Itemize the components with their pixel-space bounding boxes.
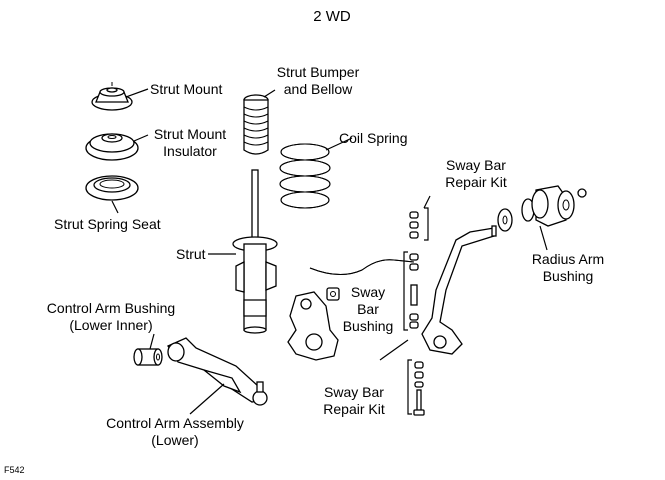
label-sway-bar-repair-kit-upper: Sway Bar Repair Kit — [436, 157, 516, 191]
label-sway-bar-repair-kit-lower-line1: Sway Bar — [324, 384, 384, 400]
label-sway-bar-bushing-line2: Bar — [357, 301, 379, 317]
label-sway-bar-bushing-line3: Bushing — [342, 318, 394, 334]
label-control-arm-bushing: Control Arm Bushing (Lower Inner) — [36, 300, 186, 334]
label-control-arm-assembly-line1: Control Arm Assembly — [106, 415, 244, 431]
label-control-arm-bushing-line1: Control Arm Bushing — [46, 300, 176, 316]
steering-knuckle — [287, 291, 339, 361]
label-radius-arm-bushing-line2: Bushing — [542, 268, 594, 284]
strut-mount-insulator — [85, 133, 139, 161]
label-strut-bumper-line2: and Bellow — [283, 81, 353, 97]
coil-spring — [279, 143, 331, 209]
label-strut-bumper-and-bellow: Strut Bumper and Bellow — [266, 64, 370, 98]
radius-arm — [421, 225, 497, 355]
label-sway-bar-repair-kit-upper-line2: Repair Kit — [445, 174, 507, 190]
radius-arm-bushing — [497, 185, 587, 232]
strut-bumper-and-bellow — [243, 94, 269, 155]
sway-bar-repair-kit-upper-parts — [409, 211, 419, 329]
label-radius-arm-bushing-line1: Radius Arm — [531, 251, 605, 267]
sway-bar-repair-kit-lower-parts — [413, 361, 425, 416]
label-strut: Strut — [176, 246, 206, 262]
label-sway-bar-repair-kit-upper-line1: Sway Bar — [446, 157, 506, 173]
label-sway-bar-bushing-line1: Sway — [350, 284, 386, 300]
strut-mount — [91, 82, 133, 111]
label-strut-mount-insulator: Strut Mount Insulator — [146, 126, 234, 160]
label-radius-arm-bushing: Radius Arm Bushing — [526, 251, 610, 285]
label-control-arm-bushing-line2: (Lower Inner) — [69, 317, 153, 333]
figure-code: F542 — [4, 465, 25, 475]
label-sway-bar-bushing: Sway Bar Bushing — [340, 284, 396, 335]
label-strut-mount: Strut Mount — [150, 81, 223, 97]
control-arm-assembly — [167, 337, 268, 406]
diagram-title: 2 WD — [313, 8, 351, 25]
leader-lines — [111, 88, 548, 415]
strut-spring-seat — [85, 175, 139, 201]
label-strut-mount-insulator-line2: Insulator — [163, 143, 217, 159]
sway-bar-bushing — [326, 287, 340, 301]
label-strut-bumper-line1: Strut Bumper — [276, 64, 360, 80]
label-strut-spring-seat: Strut Spring Seat — [54, 216, 161, 232]
control-arm-bushing — [133, 348, 163, 366]
label-control-arm-assembly-line2: (Lower) — [151, 432, 199, 448]
label-control-arm-assembly: Control Arm Assembly (Lower) — [98, 415, 252, 449]
label-coil-spring: Coil Spring — [339, 130, 408, 146]
label-sway-bar-repair-kit-lower: Sway Bar Repair Kit — [314, 384, 394, 418]
strut-assembly — [232, 169, 278, 334]
label-sway-bar-repair-kit-lower-line2: Repair Kit — [323, 401, 385, 417]
label-strut-mount-insulator-line1: Strut Mount — [153, 126, 227, 142]
sway-bar — [309, 259, 415, 275]
